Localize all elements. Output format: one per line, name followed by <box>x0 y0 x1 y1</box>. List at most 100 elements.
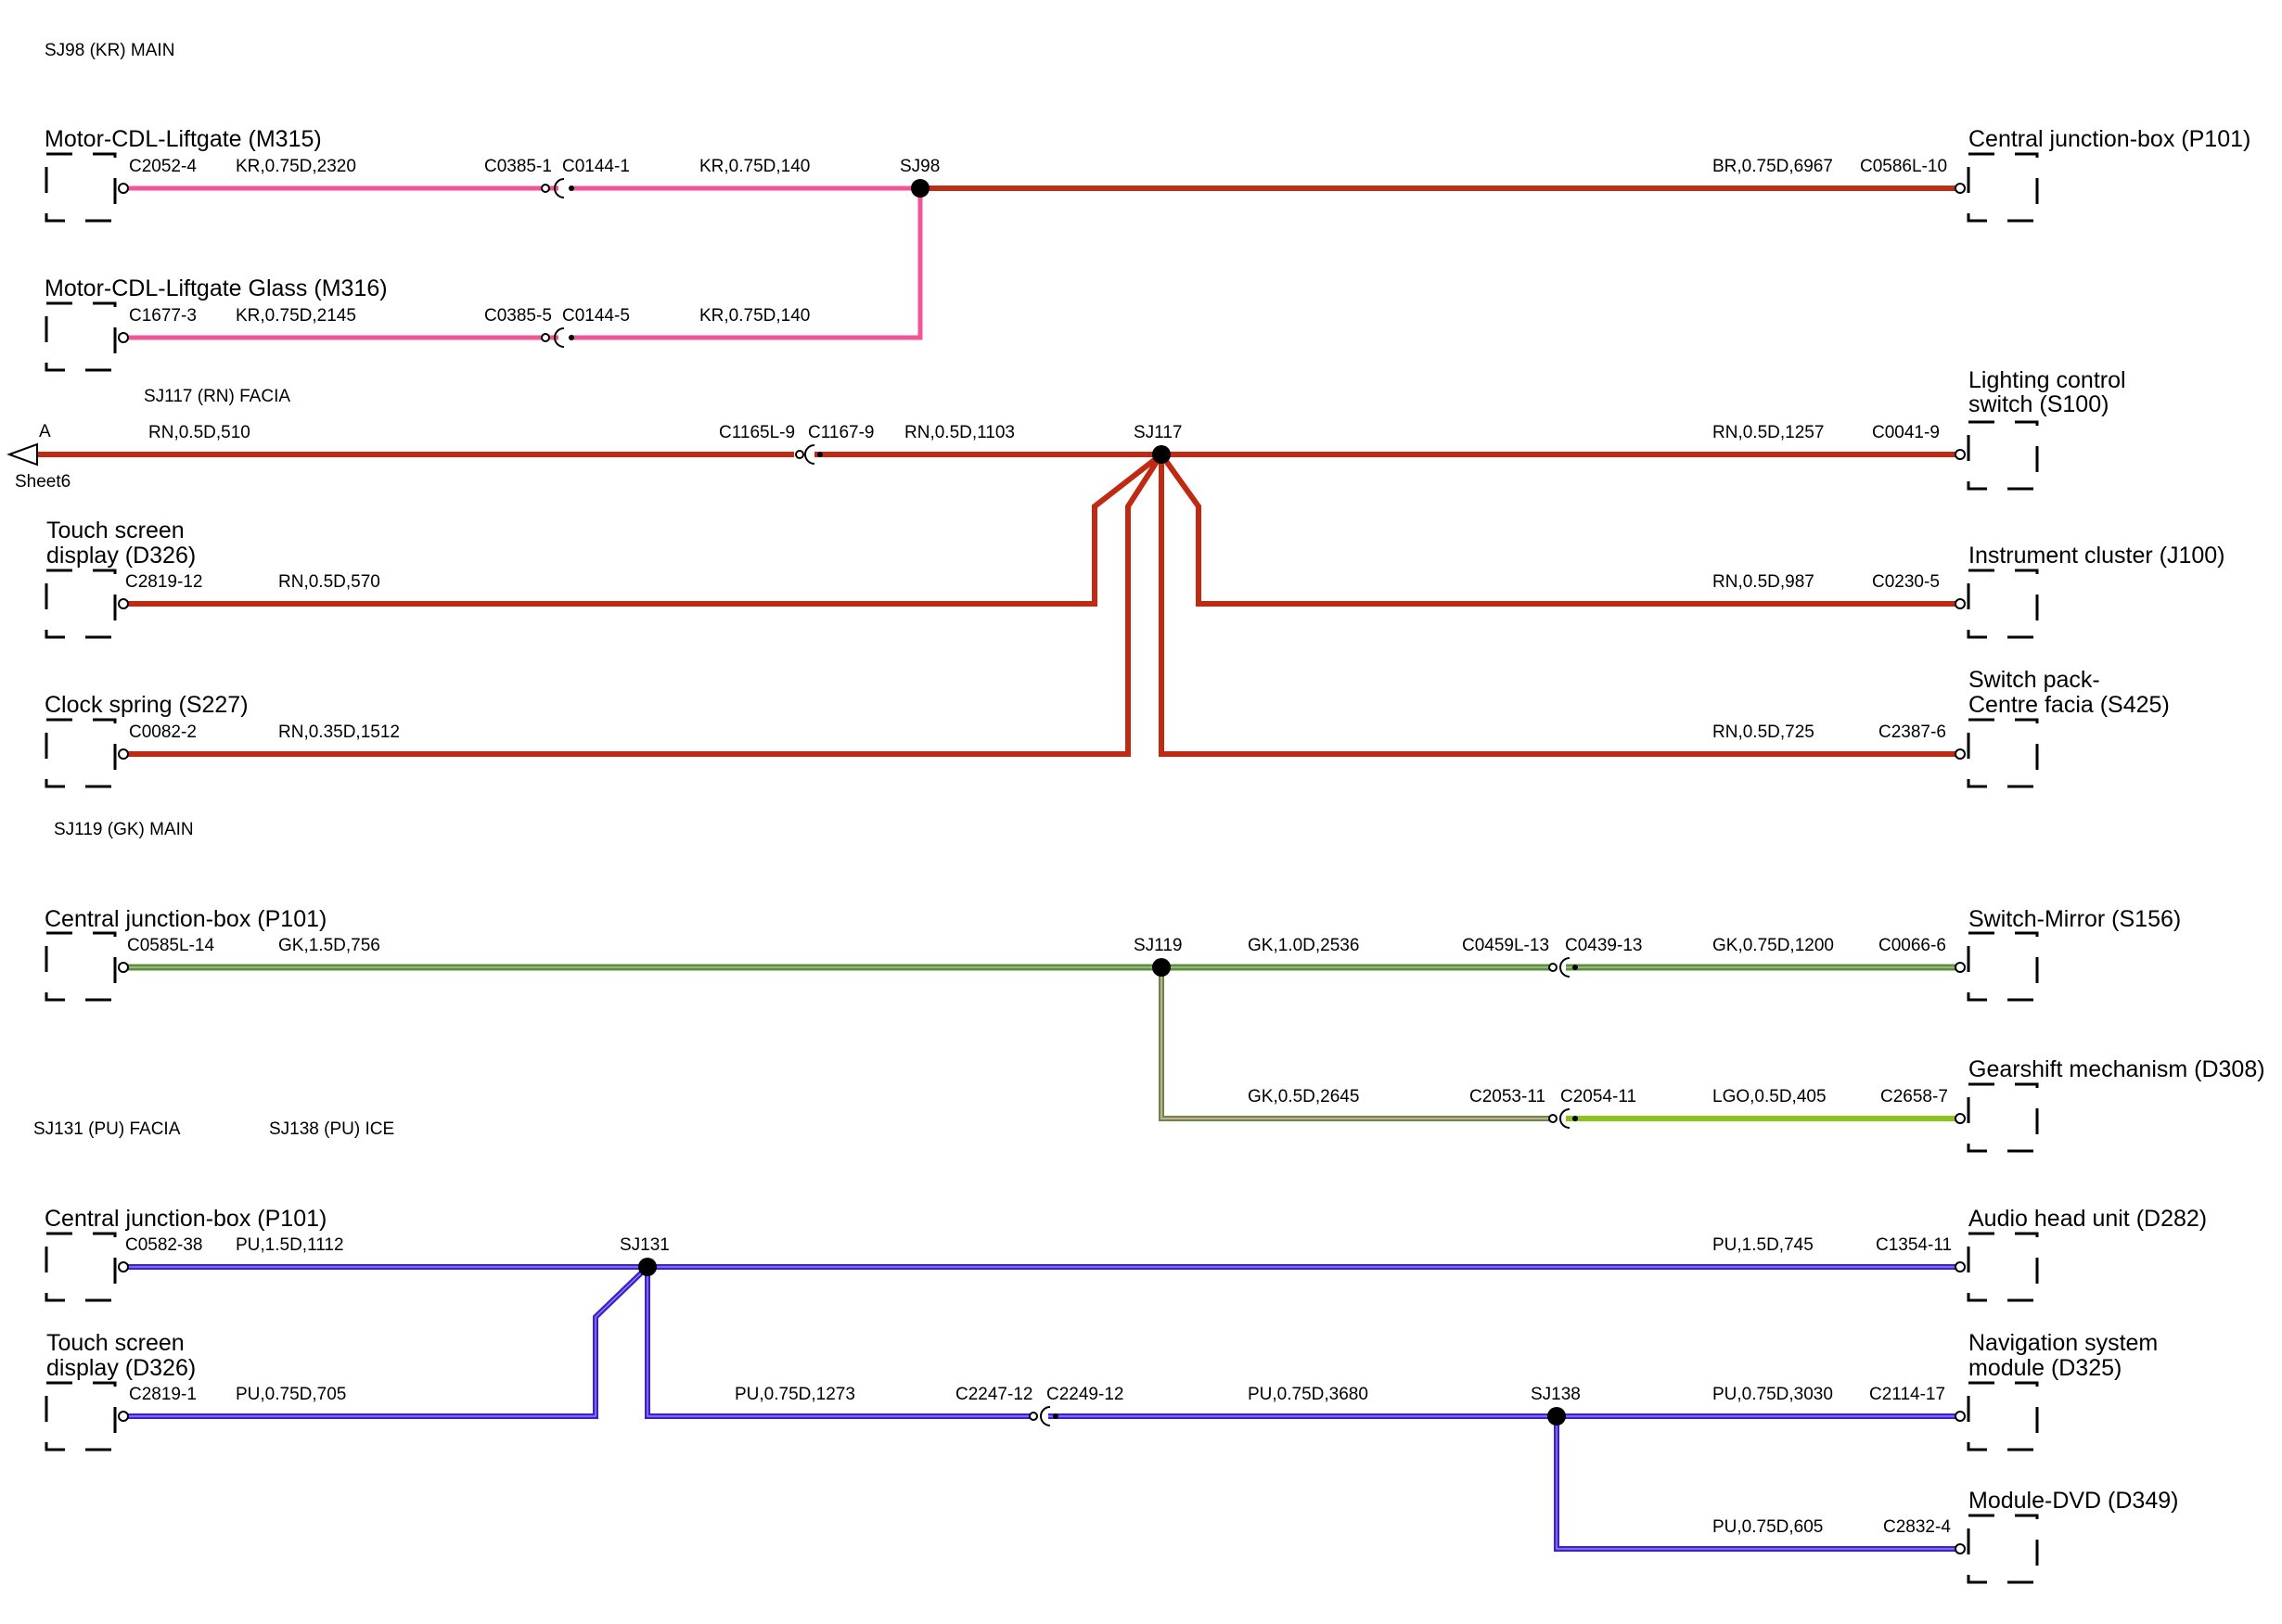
component-name-m316: Motor-CDL-Liftgate Glass (M316) <box>45 275 388 301</box>
wire-rn-570 <box>123 452 1163 607</box>
component-box-d349 <box>1967 1514 2039 1584</box>
wire-trace <box>1556 1416 1957 1550</box>
component-box-d308 <box>1967 1082 2039 1153</box>
wire-label: PU,1.5D,1112 <box>236 1235 344 1255</box>
connector-label: C2819-1 <box>129 1385 197 1404</box>
connector-label: C0585L-14 <box>127 936 214 955</box>
pin-c0041 <box>1955 449 1966 460</box>
splice-sj117 <box>1152 445 1171 464</box>
wire-label: LGO,0.5D,405 <box>1712 1087 1827 1106</box>
component-name-d326-a-line2: display (D326) <box>46 543 196 569</box>
component-box-m315 <box>45 152 117 223</box>
component-box-s100 <box>1967 420 2039 491</box>
component-name-s100-line2: switch (S100) <box>1968 391 2109 417</box>
wire-label: PU,0.75D,1273 <box>735 1385 855 1404</box>
connector-label: C2053-11 <box>1469 1087 1545 1106</box>
connector-label: C0230-5 <box>1872 572 1940 592</box>
component-name-j100: Instrument cluster (J100) <box>1968 543 2225 569</box>
component-name-d325-line1: Navigation system <box>1968 1330 2158 1356</box>
splice-sj138 <box>1547 1407 1566 1426</box>
component-box-s425 <box>1967 718 2039 788</box>
component-name-d349: Module-DVD (D349) <box>1968 1488 2178 1514</box>
inline-connector-c0385-5 <box>541 327 574 348</box>
pin-c2114 <box>1955 1411 1966 1422</box>
wire-label: GK,1.0D,2536 <box>1248 936 1359 955</box>
connector-label: C0041-9 <box>1872 423 1940 442</box>
splice-label: SJ119 <box>1134 936 1182 955</box>
component-name-d326-b-line1: Touch screen <box>46 1330 185 1356</box>
section-title-sj119: SJ119 (GK) MAIN <box>54 820 194 839</box>
pin-c2832 <box>1955 1543 1966 1554</box>
component-box-d326-b <box>45 1381 117 1451</box>
connector-label: C1167-9 <box>808 423 874 442</box>
splice-group <box>638 179 1566 1426</box>
wire-label: RN,0.5D,725 <box>1712 722 1814 742</box>
wire-label: PU,0.75D,3030 <box>1712 1385 1833 1404</box>
off-sheet-arrow-a[interactable]: A Sheet6 <box>6 422 71 492</box>
inline-connector-c0459l <box>1548 957 1578 978</box>
connector-label: C0082-2 <box>129 722 197 742</box>
wire-rn-1512 <box>123 453 1164 757</box>
connector-label: C0066-6 <box>1878 936 1946 955</box>
component-box-d326-a <box>45 569 117 639</box>
connector-label: C2658-7 <box>1880 1087 1948 1106</box>
component-boxes <box>45 152 2039 1584</box>
component-box-d282 <box>1967 1232 2039 1302</box>
component-name-d326-b-line2: display (D326) <box>46 1355 196 1381</box>
wire-label: PU,1.5D,745 <box>1712 1235 1814 1255</box>
splice-label: SJ98 <box>900 157 940 176</box>
component-box-p101-b <box>45 931 117 1002</box>
wire-trace <box>123 1266 648 1417</box>
connector-label: C0439-13 <box>1565 936 1642 955</box>
wire-label: GK,0.5D,2645 <box>1248 1087 1359 1106</box>
connector-label: C2054-11 <box>1560 1087 1636 1106</box>
wire-label: KR,0.75D,140 <box>699 157 810 176</box>
pin-c0066 <box>1955 962 1966 973</box>
connector-label: C0582-38 <box>125 1235 202 1255</box>
wire-kr-140b <box>570 188 923 340</box>
pin-c2819-12 <box>118 598 129 609</box>
connector-label: C2819-12 <box>125 572 202 592</box>
component-name-d326-a-line1: Touch screen <box>46 518 185 543</box>
connector-label: C0385-1 <box>484 157 552 176</box>
connector-label: C1165L-9 <box>719 423 795 442</box>
component-name-p101-b: Central junction-box (P101) <box>45 906 327 932</box>
component-name-p101-a: Central junction-box (P101) <box>1968 126 2250 152</box>
component-name-d325-line2: module (D325) <box>1968 1355 2122 1381</box>
splice-label: SJ138 <box>1531 1385 1581 1404</box>
inline-connector-c1165l <box>795 444 823 465</box>
inline-connector-c2053 <box>1548 1108 1578 1129</box>
wire-label: KR,0.75D,2145 <box>236 306 356 326</box>
pin-c1354 <box>1955 1261 1966 1272</box>
wire-pu-705 <box>123 1264 650 1419</box>
connector-label: C1677-3 <box>129 306 197 326</box>
inline-connector-c0385-1 <box>541 178 574 198</box>
splice-label: SJ131 <box>620 1235 670 1255</box>
wire-labels: C2052-4 KR,0.75D,2320 C0385-1 C0144-1 KR… <box>125 157 1952 1537</box>
component-name-s156: Switch-Mirror (S156) <box>1968 906 2181 932</box>
inline-connector-c2247 <box>1029 1406 1058 1426</box>
component-box-p101-a <box>1967 152 2039 223</box>
off-sheet-letter: A <box>39 422 51 441</box>
pin-c2387 <box>1955 748 1966 760</box>
wire-label: RN,0.5D,987 <box>1712 572 1814 592</box>
inline-connectors <box>541 178 1578 1426</box>
pin-c0586l <box>1955 183 1966 194</box>
connector-label: C0144-1 <box>562 157 630 176</box>
component-name-s425-line2: Centre facia (S425) <box>1968 692 2170 718</box>
component-name-d282: Audio head unit (D282) <box>1968 1206 2207 1232</box>
pin-c2819-1 <box>118 1411 129 1422</box>
wire-label: RN,0.5D,1103 <box>904 423 1015 442</box>
pin-c1677 <box>118 332 129 343</box>
wire-label: RN,0.5D,1257 <box>1712 423 1824 442</box>
section-title-sj98: SJ98 (KR) MAIN <box>45 41 174 60</box>
splice-sj98 <box>911 179 929 198</box>
component-box-j100 <box>1967 569 2039 639</box>
wire-label: BR,0.75D,6967 <box>1712 157 1833 176</box>
wire-label: PU,0.75D,705 <box>236 1385 346 1404</box>
pin-c0230 <box>1955 598 1966 609</box>
wire-group <box>37 185 1957 1552</box>
component-name-s425-line1: Switch pack- <box>1968 667 2100 693</box>
component-name-s227: Clock spring (S227) <box>45 692 249 718</box>
